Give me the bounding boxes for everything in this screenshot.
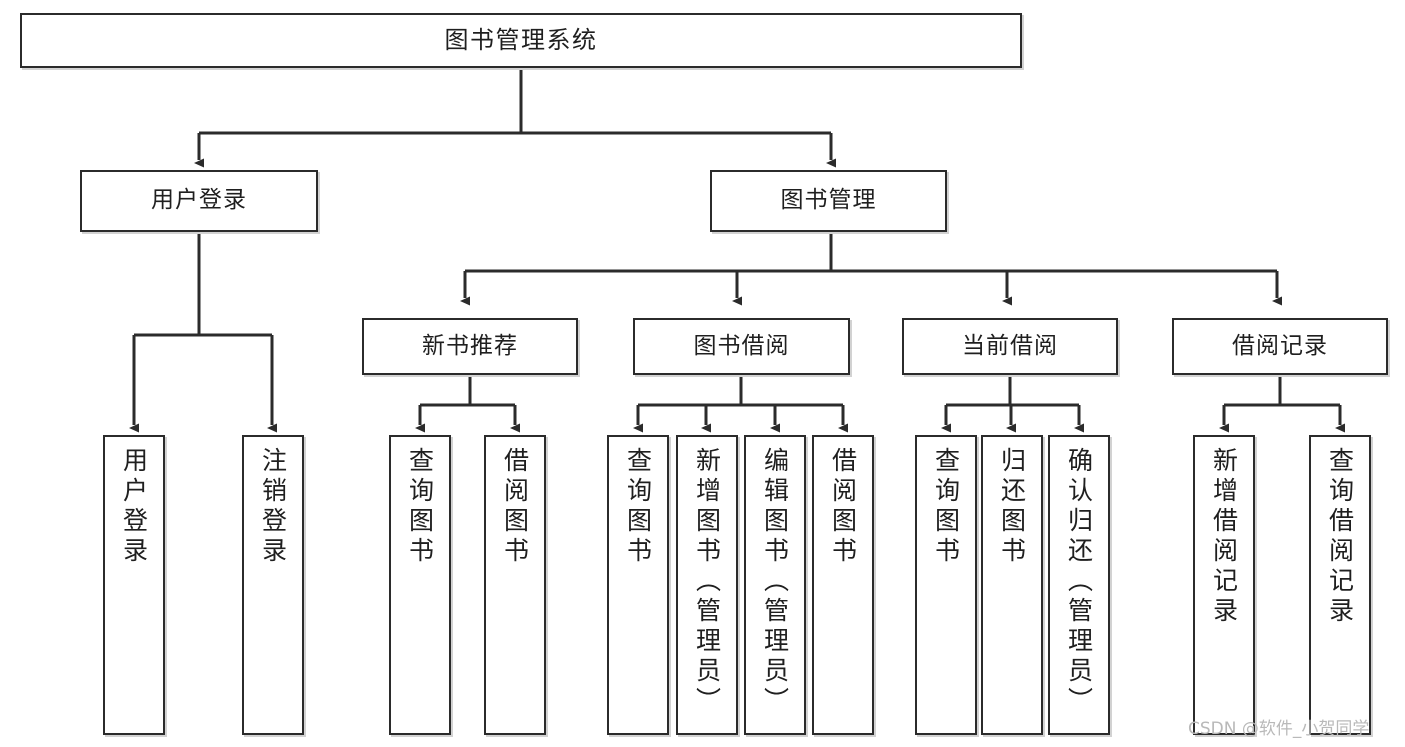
node-leaf-borrow-book-rec[interactable]: 借阅图书 [484,435,546,735]
node-leaf-return-book[interactable]: 归还图书 [981,435,1043,735]
node-label: 查询图书 [405,447,435,567]
node-leaf-query-book-current[interactable]: 查询图书 [915,435,977,735]
node-label: 查询借阅记录 [1325,447,1355,627]
node-label: 借阅图书 [500,447,530,567]
node-leaf-query-borrow-record[interactable]: 查询借阅记录 [1309,435,1371,735]
node-label: 新书推荐 [422,332,518,359]
node-leaf-add-borrow-record[interactable]: 新增借阅记录 [1193,435,1255,735]
node-label: 编辑图书（管理员） [760,447,790,717]
node-leaf-user-login[interactable]: 用户登录 [103,435,165,735]
node-user-login[interactable]: 用户登录 [80,170,318,232]
csdn-watermark: CSDN @软件_小贺同学 [1188,719,1370,739]
node-label: 查询图书 [931,447,961,567]
node-new-book-recommendation[interactable]: 新书推荐 [362,318,578,375]
node-label: 图书管理 [780,187,877,214]
node-label: 注销登录 [258,447,288,567]
node-leaf-edit-book-admin[interactable]: 编辑图书（管理员） [744,435,806,735]
node-label: 新增图书（管理员） [692,447,722,717]
node-leaf-logout[interactable]: 注销登录 [242,435,304,735]
node-current-borrow[interactable]: 当前借阅 [902,318,1118,375]
node-label: 用户登录 [119,447,149,567]
node-label: 用户登录 [151,187,247,214]
node-root-book-management-system[interactable]: 图书管理系统 [20,13,1022,68]
node-label: 借阅图书 [828,447,858,567]
node-label: 确认归还（管理员） [1064,447,1094,717]
node-leaf-add-book-admin[interactable]: 新增图书（管理员） [676,435,738,735]
node-book-borrow[interactable]: 图书借阅 [633,318,850,375]
node-leaf-borrow-book[interactable]: 借阅图书 [812,435,874,735]
node-borrow-record[interactable]: 借阅记录 [1172,318,1388,375]
node-label: 归还图书 [997,447,1027,567]
node-label: 新增借阅记录 [1209,447,1239,627]
node-label: 查询图书 [623,447,653,567]
node-book-management[interactable]: 图书管理 [710,170,947,232]
node-leaf-query-book-rec[interactable]: 查询图书 [389,435,451,735]
node-label: 图书管理系统 [444,26,598,55]
node-label: 图书借阅 [693,332,790,359]
node-label: 当前借阅 [962,332,1058,359]
node-label: 借阅记录 [1232,332,1328,359]
node-leaf-query-book-borrow[interactable]: 查询图书 [607,435,669,735]
node-leaf-confirm-return-admin[interactable]: 确认归还（管理员） [1048,435,1110,735]
